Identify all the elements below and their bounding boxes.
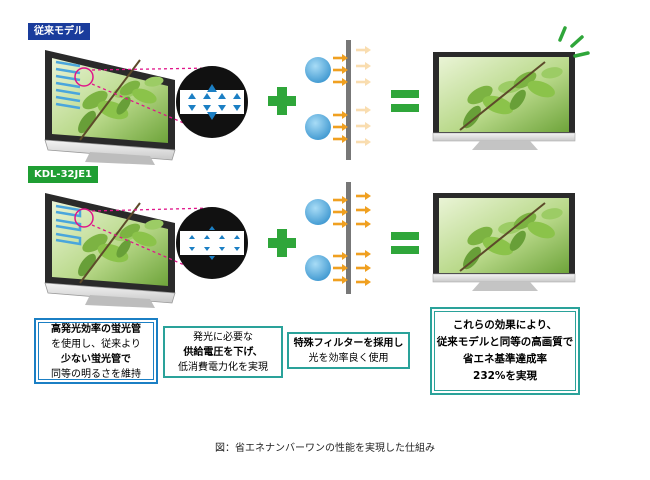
- plus-sign-conventional: [268, 87, 296, 115]
- legend-voltage: 発光に必要な 供給電圧を下げ、 低消費電力化を実現: [163, 326, 283, 378]
- legend-result: これらの効果により、 従来モデルと同等の高画質で 省エネ基準達成率 232%を実…: [430, 307, 580, 395]
- tv-right-result-2: [432, 193, 576, 291]
- legend-filter-line-2: 光を効率良く使用: [308, 353, 389, 364]
- legend-filter-line-1: 特殊フィルターを採用し: [293, 338, 404, 349]
- tv-left-kdl32je1: [44, 193, 176, 308]
- row-label-conventional: 従来モデル: [28, 23, 90, 40]
- zoom-circle-conventional: [176, 66, 248, 138]
- plus-sign-kdl32je1: [268, 229, 296, 257]
- lamp-filter-conventional: [305, 40, 373, 160]
- legend-tube: 高発光効率の蛍光管 を使用し、従来より 少ない蛍光管で 同等の明るさを維持: [34, 318, 158, 384]
- legend-voltage-line-1: 発光に必要な: [193, 332, 253, 343]
- equals-sign-kdl32je1: [391, 232, 419, 254]
- tv-left-conventional: [44, 50, 176, 165]
- legend-tube-line-1: 高発光効率の蛍光管: [51, 324, 141, 335]
- tv-right-result-1: [432, 26, 590, 150]
- zoom-circle-kdl32je1: [176, 207, 248, 279]
- figure-caption: 図：省エネナンバーワンの性能を実現した仕組み: [215, 443, 435, 454]
- legend-tube-line-3: 少ない蛍光管で: [61, 354, 131, 365]
- legend-tube-line-2: を使用し、従来より: [51, 339, 141, 350]
- legend-voltage-line-2: 供給電圧を下げ、: [183, 347, 263, 358]
- lamp-filter-kdl32je1: [305, 182, 373, 294]
- equals-sign-conventional: [391, 90, 419, 112]
- legend-tube-line-4: 同等の明るさを維持: [51, 369, 141, 380]
- legend-result-line-3: 省エネ基準達成率: [463, 353, 547, 365]
- legend-result-line-1: これらの効果により、: [452, 319, 558, 331]
- row-label-kdl32je1: KDL-32JE1: [28, 166, 98, 183]
- tube-array-kdl32je1: [55, 204, 82, 246]
- legend-filter: 特殊フィルターを採用し 光を効率良く使用: [287, 332, 410, 369]
- legend-result-line-2: 従来モデルと同等の高画質で: [436, 336, 574, 348]
- legend-voltage-line-3: 低消費電力化を実現: [178, 362, 268, 373]
- legend-result-line-4: 232%を実現: [473, 370, 537, 382]
